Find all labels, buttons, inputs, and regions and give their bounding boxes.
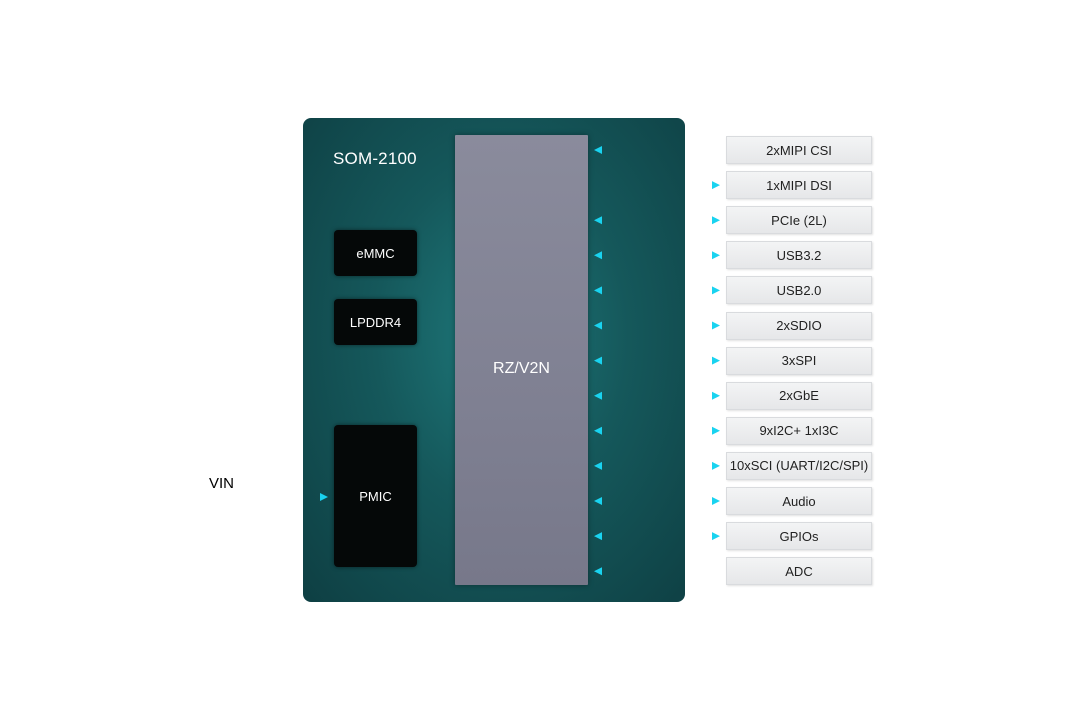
arrow-head-to-interface (712, 251, 720, 260)
lpddr4-chip: LPDDR4 (334, 299, 417, 345)
interface-box: 2xMIPI CSI (726, 136, 872, 164)
interface-box: USB3.2 (726, 241, 872, 270)
arrow-head-to-processor (594, 251, 602, 260)
arrow-head-to-interface (712, 181, 720, 190)
interface-box: PCIe (2L) (726, 206, 872, 235)
arrow-head-to-processor (594, 497, 602, 505)
interface-box: 2xSDIO (726, 311, 872, 340)
arrow-head-to-interface (712, 532, 720, 541)
interface-box: USB2.0 (726, 276, 872, 305)
interface-box: GPIOs (726, 522, 872, 551)
som-module-title: SOM-2100 (333, 149, 417, 168)
interface-box: Audio (726, 487, 872, 515)
arrow-head-to-processor (594, 321, 602, 330)
emmc-chip: eMMC (334, 230, 417, 276)
arrow-head-to-interface (712, 391, 720, 400)
vin-label: VIN (209, 475, 235, 492)
vin-arrow-head (320, 493, 328, 501)
interface-box: 2xGbE (726, 381, 872, 410)
interface-box: ADC (726, 557, 872, 586)
arrow-head-to-processor (594, 286, 602, 295)
arrow-head-to-interface (712, 497, 720, 505)
interface-box: 3xSPI (726, 346, 872, 375)
arrow-head-to-interface (712, 321, 720, 330)
processor-label: RZ/V2N (493, 360, 550, 377)
pmic-chip: PMIC (334, 425, 417, 567)
arrow-head-to-processor (594, 356, 602, 365)
arrow-head-to-interface (712, 216, 720, 225)
processor-block (455, 135, 588, 585)
arrow-head-to-processor (594, 146, 602, 154)
arrow-head-to-interface (712, 426, 720, 435)
arrow-head-to-processor (594, 216, 602, 225)
arrow-head-to-processor (594, 567, 602, 576)
arrow-head-to-processor (594, 461, 602, 470)
interface-box: 9xI2C+ 1xI3C (726, 416, 872, 445)
interface-box: 10xSCI (UART/I2C/SPI) (726, 451, 872, 480)
arrow-head-to-processor (594, 426, 602, 435)
arrow-head-to-interface (712, 356, 720, 365)
arrow-head-to-processor (594, 391, 602, 400)
arrow-head-to-interface (712, 461, 720, 470)
arrow-head-to-interface (712, 286, 720, 295)
interface-box: 1xMIPI DSI (726, 171, 872, 200)
arrow-head-to-processor (594, 532, 602, 541)
